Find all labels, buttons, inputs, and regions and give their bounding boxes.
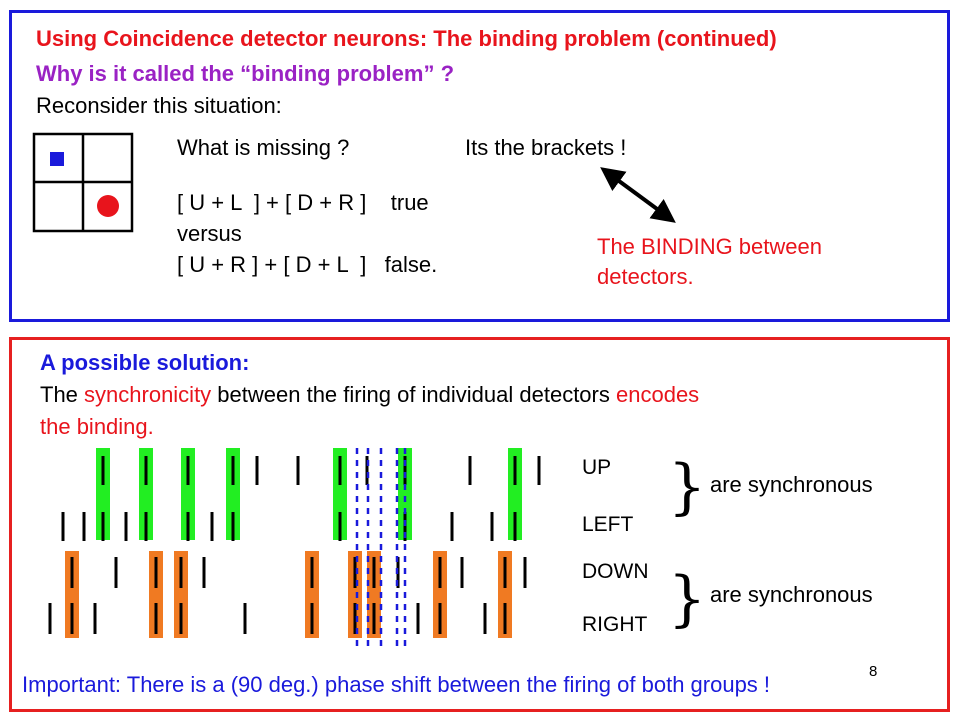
green-highlight [508,448,522,540]
orange-highlight [498,551,512,638]
orange-highlight [348,551,362,638]
solution-part1: The [40,382,85,407]
orange-highlight [174,551,188,638]
slide-title: Using Coincidence detector neurons: The … [36,26,777,51]
top-panel [9,10,950,322]
svg-text:}: } [668,564,706,634]
question-heading: Why is it called the “binding problem” ? [36,61,455,86]
binding-text-line1: The BINDING between [597,234,822,259]
important-note: Important: There is a (90 deg.) phase sh… [22,672,771,697]
intro-text: Reconsider this situation: [36,93,282,118]
orange-highlight [149,551,163,638]
green-highlight [333,448,347,540]
label-down: DOWN [582,560,649,583]
double-arrow-icon [600,167,676,223]
spike-raster-icon [48,448,541,650]
brace-icon: } [668,564,706,634]
label-left: LEFT [582,513,634,536]
label-right: RIGHT [582,613,648,636]
grid-icon [32,132,134,233]
solution-highlight-synchronicity: synchronicity [84,382,212,407]
solution-line2: the binding. [40,414,154,439]
binding-text-line2: detectors. [597,264,694,289]
green-highlight [398,448,412,540]
brace-icon: } [668,452,706,522]
green-highlight [139,448,153,540]
green-highlight [96,448,110,540]
bottom-panel [9,337,950,712]
missing-question: What is missing ? [177,135,350,160]
green-highlight [226,448,240,540]
label-up: UP [582,456,612,479]
orange-highlight [65,551,79,638]
expression-false: [ U + R ] + [ D + L ] false. [177,252,438,277]
versus-text: versus [177,221,242,246]
orange-highlight [305,551,319,638]
solution-highlight-encodes: encodes [616,382,700,407]
orange-highlight [433,551,447,638]
green-highlight [181,448,195,540]
sync-text-lower: are synchronous [710,582,873,607]
svg-text:}: } [668,452,706,522]
page-number: 8 [869,663,878,680]
solution-title: A possible solution: [40,350,250,375]
expression-true: [ U + L ] + [ D + R ] true [177,190,429,215]
solution-line1: The synchronicity between the firing of … [40,384,699,406]
red-dot-icon [97,195,119,217]
missing-answer: Its the brackets ! [465,135,627,160]
solution-part2: between the firing of individual detecto… [211,382,616,407]
sync-text-upper: are synchronous [710,472,873,497]
orange-highlight [367,551,381,638]
blue-square-icon [50,152,64,166]
